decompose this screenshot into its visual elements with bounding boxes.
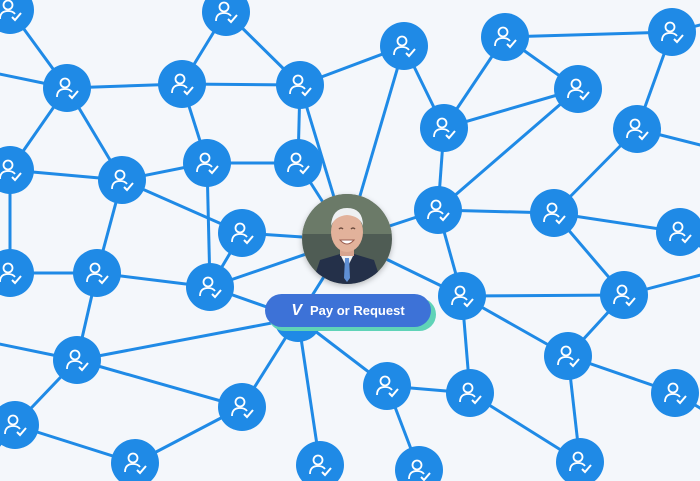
user-node xyxy=(554,65,602,113)
user-check-icon xyxy=(124,452,147,475)
user-node xyxy=(111,439,159,481)
user-node xyxy=(544,332,592,380)
user-node xyxy=(380,22,428,70)
profile-photo xyxy=(302,194,392,284)
user-check-icon xyxy=(4,414,27,437)
user-node xyxy=(613,105,661,153)
user-check-icon xyxy=(433,117,456,140)
user-check-icon xyxy=(86,262,109,285)
user-node xyxy=(556,438,604,481)
user-check-icon xyxy=(66,349,89,372)
user-node xyxy=(0,146,34,194)
user-node xyxy=(276,61,324,109)
venmo-logo-icon: V xyxy=(291,301,302,319)
pay-or-request-group: V Pay or Request xyxy=(265,294,437,331)
user-check-icon xyxy=(557,345,580,368)
user-check-icon xyxy=(393,35,416,58)
user-node xyxy=(274,139,322,187)
user-check-icon xyxy=(0,0,22,22)
user-check-icon xyxy=(0,262,22,285)
user-node xyxy=(186,263,234,311)
pay-or-request-button[interactable]: V Pay or Request xyxy=(265,294,431,327)
user-node xyxy=(420,104,468,152)
user-check-icon xyxy=(376,375,399,398)
user-check-icon xyxy=(56,77,79,100)
user-check-icon xyxy=(543,202,566,225)
user-check-icon xyxy=(567,78,590,101)
network-edge xyxy=(76,358,243,409)
user-check-icon xyxy=(289,74,312,97)
user-check-icon xyxy=(408,459,431,481)
user-check-icon xyxy=(661,21,684,44)
user-node xyxy=(0,0,34,34)
user-check-icon xyxy=(287,152,310,175)
user-check-icon xyxy=(626,118,649,141)
pay-or-request-label: Pay or Request xyxy=(310,303,405,318)
user-node xyxy=(0,249,34,297)
user-node xyxy=(53,336,101,384)
user-node xyxy=(438,272,486,320)
user-check-icon xyxy=(459,382,482,405)
user-check-icon xyxy=(231,396,254,419)
user-check-icon xyxy=(171,73,194,96)
user-check-icon xyxy=(111,169,134,192)
user-check-icon xyxy=(309,454,332,477)
user-node xyxy=(656,208,700,256)
user-check-icon xyxy=(664,382,687,405)
user-node xyxy=(363,362,411,410)
user-node xyxy=(0,401,39,449)
user-node xyxy=(651,369,699,417)
user-check-icon xyxy=(613,284,636,307)
user-node xyxy=(218,209,266,257)
user-check-icon xyxy=(494,26,517,49)
user-node xyxy=(183,139,231,187)
user-check-icon xyxy=(0,159,22,182)
user-node xyxy=(395,446,443,481)
user-node xyxy=(218,383,266,431)
user-node xyxy=(43,64,91,112)
user-node xyxy=(296,441,344,481)
user-node xyxy=(73,249,121,297)
user-node xyxy=(648,8,696,56)
user-check-icon xyxy=(669,221,692,244)
network-edge xyxy=(76,316,299,362)
user-check-icon xyxy=(427,199,450,222)
user-check-icon xyxy=(231,222,254,245)
user-node xyxy=(414,186,462,234)
user-check-icon xyxy=(199,276,222,299)
user-node xyxy=(98,156,146,204)
network-edge xyxy=(437,87,579,212)
user-check-icon xyxy=(215,1,238,24)
user-node xyxy=(202,0,250,36)
user-node xyxy=(158,60,206,108)
user-node xyxy=(446,369,494,417)
network-edge xyxy=(461,293,625,298)
user-check-icon xyxy=(451,285,474,308)
user-check-icon xyxy=(569,451,592,474)
network-edge xyxy=(504,30,673,39)
network-edge xyxy=(296,317,322,466)
user-node xyxy=(530,189,578,237)
user-node xyxy=(600,271,648,319)
center-profile-avatar xyxy=(302,194,392,284)
user-node xyxy=(481,13,529,61)
user-check-icon xyxy=(196,152,219,175)
